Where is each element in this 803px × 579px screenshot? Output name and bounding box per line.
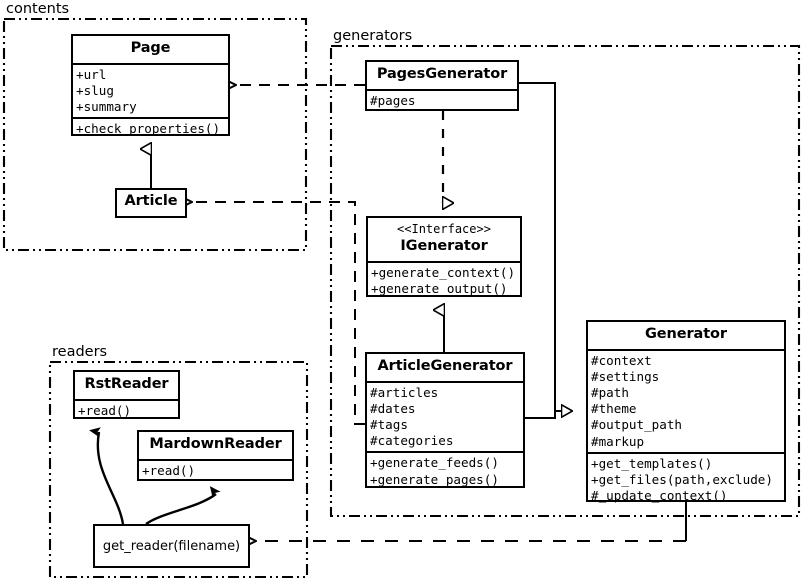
package-label-readers: readers <box>52 344 108 360</box>
class-box-page[interactable]: Page +url +slug +summary +check_properti… <box>71 34 230 136</box>
attribute-row: +slug <box>76 82 114 98</box>
method-row: +get_templates() <box>591 455 713 471</box>
class-box-article-generator[interactable]: ArticleGenerator #articles #dates #tags … <box>365 352 525 488</box>
method-row: +get_files(path,exclude) <box>591 471 773 487</box>
method-row: +read() <box>142 462 196 478</box>
class-methods-page: +check_properties() <box>73 117 228 139</box>
class-methods-rst-reader: +read() <box>75 398 178 421</box>
attribute-row: #settings <box>591 368 660 384</box>
class-methods-igenerator: +generate_context() +generate_output() <box>368 260 520 299</box>
edge-articlegenerator-inherits-generator <box>525 411 556 419</box>
method-row: +read() <box>78 402 132 418</box>
attribute-row: #pages <box>370 92 416 108</box>
edge-articlegenerator-uses-article <box>192 202 365 425</box>
attribute-row: #path <box>591 384 629 400</box>
package-label-generators: generators <box>333 28 413 44</box>
class-box-article[interactable]: Article <box>115 188 187 218</box>
class-box-generator[interactable]: Generator #context #settings #path #them… <box>586 320 786 503</box>
attribute-row: #tags <box>370 416 408 432</box>
attribute-row: #theme <box>591 401 637 417</box>
attribute-row: #articles <box>370 384 439 400</box>
class-box-pages-generator[interactable]: PagesGenerator #pages <box>365 60 519 111</box>
class-attributes-generator: #context #settings #path #theme #output_… <box>588 348 784 452</box>
class-header-igenerator: <<Interface>> IGenerator <box>368 218 520 261</box>
attribute-row: +summary <box>76 98 137 114</box>
attribute-row: #markup <box>591 433 645 449</box>
class-title-generator: Generator <box>645 326 727 342</box>
class-methods-article-generator: +generate_feeds() +generate_pages() <box>367 451 523 489</box>
method-row: +generate_context() <box>371 264 516 280</box>
class-title-rst-reader: RstReader <box>84 376 169 392</box>
class-attributes-pages-generator: #pages <box>367 88 517 111</box>
attribute-row: #categories <box>370 433 454 449</box>
package-label-contents: contents <box>6 1 70 17</box>
attribute-row: #context <box>591 352 652 368</box>
class-title-article: Article <box>124 193 178 209</box>
attribute-row: +url <box>76 66 107 82</box>
function-box-get-reader[interactable]: get_reader(filename) <box>93 524 250 568</box>
class-title-page: Page <box>130 40 171 56</box>
function-label-get-reader: get_reader(filename) <box>102 538 241 554</box>
class-title-igenerator: IGenerator <box>400 238 488 254</box>
edge-generator-uses-get_reader <box>256 502 687 541</box>
attribute-row: #dates <box>370 400 416 416</box>
class-title-article-generator: ArticleGenerator <box>377 358 513 374</box>
class-methods-generator: +get_templates() +get_files(path,exclude… <box>588 451 784 507</box>
edge-get_reader-returns-rstreader <box>89 427 125 525</box>
method-row: #_update_context() <box>591 488 728 504</box>
class-title-mardown-reader: MardownReader <box>149 436 282 452</box>
class-box-rst-reader[interactable]: RstReader +read() <box>73 370 180 419</box>
edge-get_reader-returns-mardownreader <box>145 486 221 525</box>
class-box-igenerator[interactable]: <<Interface>> IGenerator +generate_conte… <box>366 216 522 297</box>
class-attributes-page: +url +slug +summary <box>73 62 228 118</box>
method-row: +check_properties() <box>76 121 221 137</box>
class-methods-mardown-reader: +read() <box>139 458 292 481</box>
method-row: +generate_feeds() <box>370 455 499 471</box>
edge-pagesgenerator-inherits-generator <box>519 82 572 411</box>
class-stereotype-igenerator: <<Interface>> <box>397 222 491 236</box>
class-box-mardown-reader[interactable]: MardownReader +read() <box>137 430 294 481</box>
method-row: +generate_output() <box>371 280 508 296</box>
class-attributes-article-generator: #articles #dates #tags #categories <box>367 380 523 452</box>
attribute-row: #output_path <box>591 417 682 433</box>
method-row: +generate_pages() <box>370 471 499 487</box>
class-title-pages-generator: PagesGenerator <box>376 66 508 82</box>
